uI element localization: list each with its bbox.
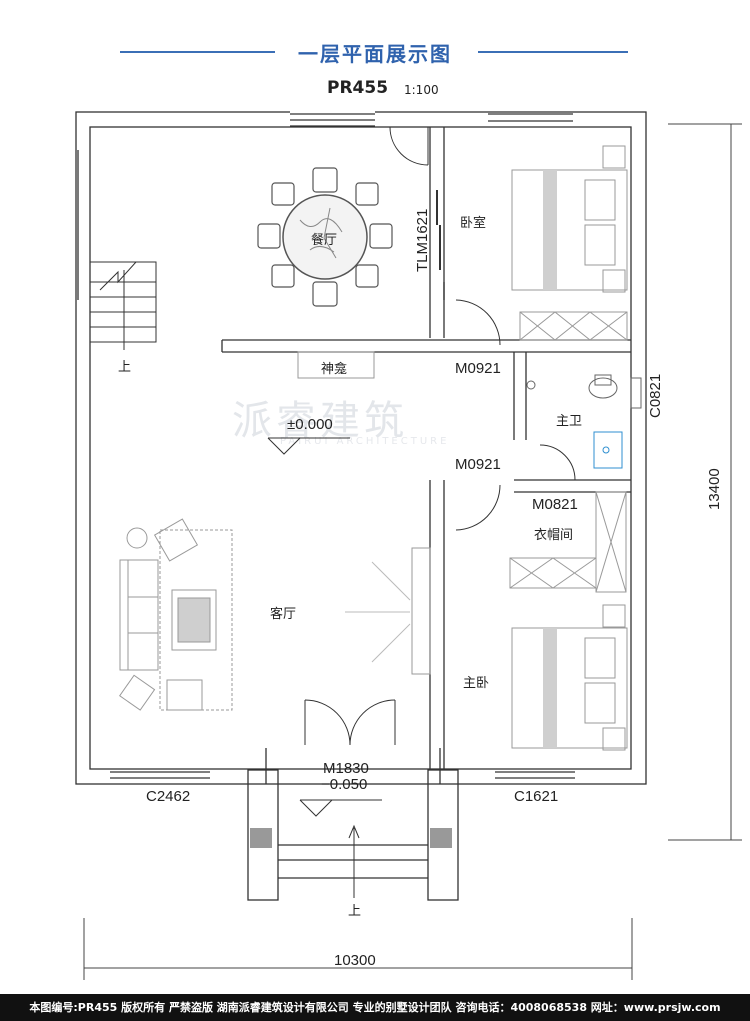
living-sofa-set bbox=[119, 518, 233, 711]
closet-shelves bbox=[509, 491, 627, 593]
footer-copyright: 本图编号:PR455 版权所有 严禁盗版 湖南派睿建筑设计有限公司 专业的别墅设… bbox=[0, 994, 750, 1021]
room-label-master-bath: 主卫 bbox=[556, 414, 583, 429]
watermark-subtext: PAIRUI ARCHITECTURE bbox=[280, 436, 450, 447]
elevation-markers bbox=[267, 437, 382, 817]
label-c2462: C2462 bbox=[146, 788, 191, 805]
dimension-width: 10300 bbox=[334, 952, 376, 969]
label-m0921-bottom: M0921 bbox=[455, 456, 501, 473]
label-tlm1621: TLM1621 bbox=[414, 208, 431, 272]
room-label-master-bedroom: 主卧 bbox=[463, 676, 490, 691]
room-label-bedroom: 卧室 bbox=[460, 216, 487, 231]
room-label-living: 客厅 bbox=[270, 607, 297, 622]
dimension-lines bbox=[83, 123, 742, 980]
plan-scale: 1:100 bbox=[404, 83, 439, 97]
door-swings bbox=[304, 126, 576, 746]
title-rule-right bbox=[478, 51, 628, 53]
stair bbox=[89, 261, 157, 350]
room-label-dining: 餐厅 bbox=[311, 233, 338, 248]
room-label-shrine: 神龛 bbox=[321, 362, 348, 377]
title-banner: 一层平面展示图 bbox=[0, 36, 750, 68]
title-rule-left bbox=[120, 51, 275, 53]
watermark-logo-text: 派睿建筑 bbox=[232, 398, 408, 444]
dining-table bbox=[257, 167, 393, 307]
label-c1621: C1621 bbox=[514, 788, 559, 805]
label-elevation-entry: −0.050 bbox=[321, 776, 368, 793]
label-m1830: M1830 bbox=[323, 760, 369, 777]
shrine-cabinet bbox=[297, 351, 375, 379]
master-bed bbox=[511, 604, 628, 751]
entry-arrow bbox=[348, 824, 360, 898]
label-m0821: M0821 bbox=[532, 496, 578, 513]
floor-plan bbox=[75, 110, 742, 980]
page-title: 一层平面展示图 bbox=[298, 42, 452, 66]
porch-column-right bbox=[430, 828, 452, 848]
room-label-closet: 衣帽间 bbox=[534, 528, 574, 543]
sliding-door bbox=[436, 190, 441, 270]
plan-code: PR455 bbox=[327, 78, 389, 98]
label-elevation-floor: ±0.000 bbox=[287, 416, 333, 433]
light-rays bbox=[345, 561, 411, 663]
dimension-height: 13400 bbox=[706, 468, 723, 510]
label-m0921-top: M0921 bbox=[455, 360, 501, 377]
label-c0821: C0821 bbox=[647, 373, 664, 418]
porch-column-left bbox=[250, 828, 272, 848]
bedroom-bed bbox=[511, 145, 628, 341]
tv-cabinet bbox=[411, 547, 431, 675]
bath-fixtures bbox=[526, 374, 642, 469]
entry-up-label: 上 bbox=[348, 904, 362, 919]
stair-up-label: 上 bbox=[118, 360, 132, 375]
plan-walls bbox=[75, 110, 647, 901]
